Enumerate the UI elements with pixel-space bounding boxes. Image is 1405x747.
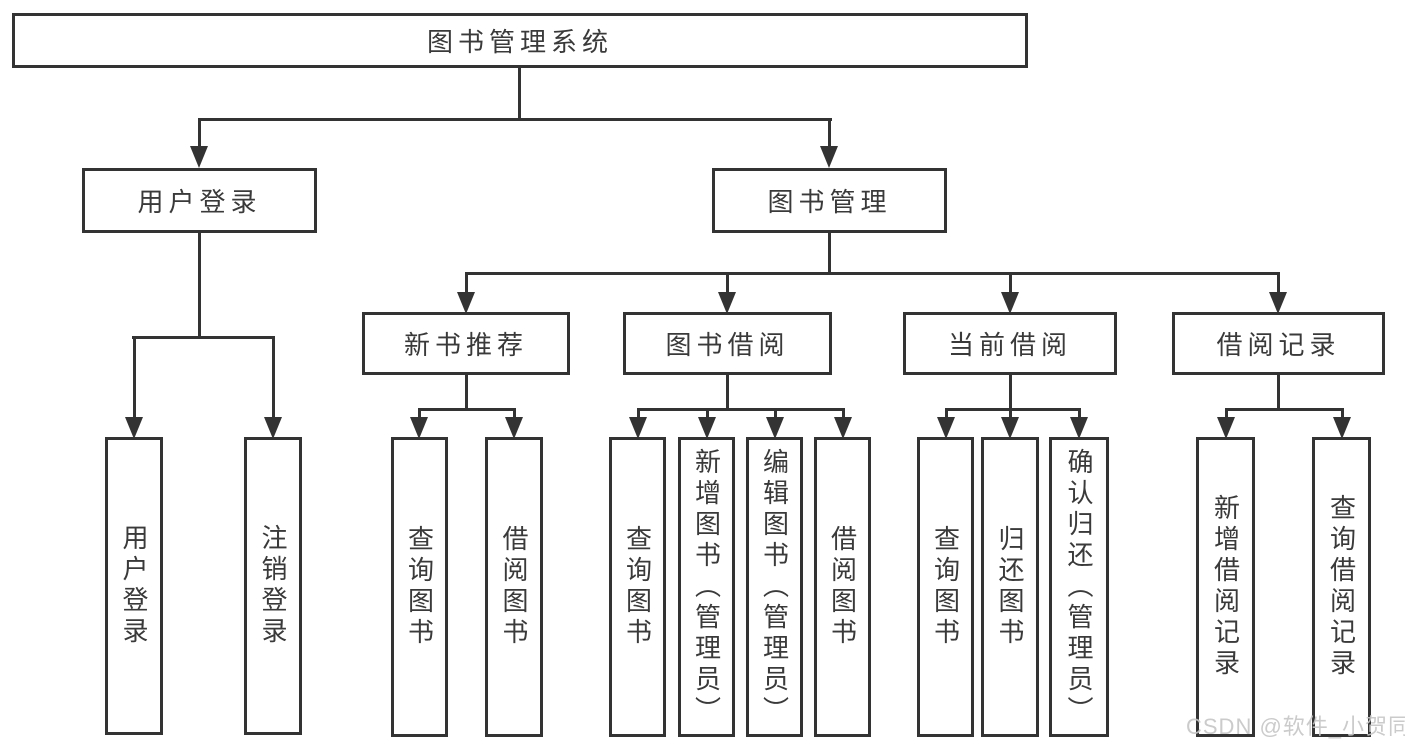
node-current-borrowing: 当前借阅 bbox=[903, 312, 1117, 375]
leaf-logout-login: 注销登录 bbox=[244, 437, 302, 735]
connector-line bbox=[1009, 375, 1012, 411]
connector-line bbox=[828, 118, 831, 150]
leaf-query-books-borrowing: 查询图书 bbox=[609, 437, 666, 737]
leaf-user-login: 用户登录 bbox=[105, 437, 163, 735]
connector-line bbox=[1225, 408, 1344, 411]
connector-line bbox=[465, 272, 468, 294]
arrow-down-icon bbox=[718, 292, 736, 314]
arrow-down-icon bbox=[410, 417, 428, 439]
arrow-down-icon bbox=[834, 417, 852, 439]
leaf-query-books-current: 查询图书 bbox=[917, 437, 974, 737]
connector-line bbox=[518, 68, 521, 121]
arrow-down-icon bbox=[1269, 292, 1287, 314]
connector-line bbox=[726, 375, 729, 411]
arrow-down-icon bbox=[698, 417, 716, 439]
arrow-down-icon bbox=[1333, 417, 1351, 439]
connector-line bbox=[706, 408, 709, 419]
leaf-query-borrow-record: 查询借阅记录 bbox=[1312, 437, 1371, 737]
connector-line bbox=[945, 408, 1081, 411]
leaf-confirm-return-admin: 确认归还（管理员） bbox=[1049, 437, 1109, 737]
node-library-management-system: 图书管理系统 bbox=[12, 13, 1028, 68]
arrow-down-icon bbox=[1001, 417, 1019, 439]
leaf-add-book-admin: 新增图书（管理员） bbox=[678, 437, 735, 737]
connector-line bbox=[1341, 408, 1344, 419]
connector-line bbox=[198, 118, 201, 150]
connector-line bbox=[637, 408, 640, 419]
connector-line bbox=[828, 233, 831, 275]
connector-line bbox=[513, 408, 516, 419]
arrow-down-icon bbox=[766, 417, 784, 439]
node-user-login: 用户登录 bbox=[82, 168, 317, 233]
watermark: CSDN @软件_小贺同学 bbox=[1186, 714, 1405, 739]
node-book-borrowing: 图书借阅 bbox=[623, 312, 832, 375]
leaf-borrow-books-borrowing: 借阅图书 bbox=[814, 437, 871, 737]
arrow-down-icon bbox=[820, 146, 838, 168]
connector-line bbox=[1009, 272, 1012, 294]
connector-line bbox=[1078, 408, 1081, 419]
connector-line bbox=[1225, 408, 1228, 419]
node-new-book-recommend: 新书推荐 bbox=[362, 312, 570, 375]
connector-line bbox=[132, 336, 275, 339]
arrow-down-icon bbox=[190, 146, 208, 168]
connector-line bbox=[198, 118, 832, 121]
connector-line bbox=[133, 336, 136, 419]
connector-line bbox=[465, 272, 1279, 275]
connector-line bbox=[418, 408, 516, 411]
arrow-down-icon bbox=[1070, 417, 1088, 439]
leaf-query-books-recommend: 查询图书 bbox=[391, 437, 448, 737]
connector-line bbox=[774, 408, 777, 419]
connector-line bbox=[272, 336, 275, 419]
arrow-down-icon bbox=[264, 417, 282, 439]
arrow-down-icon bbox=[1217, 417, 1235, 439]
arrow-down-icon bbox=[125, 417, 143, 439]
arrow-down-icon bbox=[629, 417, 647, 439]
connector-line bbox=[198, 233, 201, 339]
connector-line bbox=[1277, 272, 1280, 294]
arrow-down-icon bbox=[1001, 292, 1019, 314]
leaf-add-borrow-record: 新增借阅记录 bbox=[1196, 437, 1255, 737]
arrow-down-icon bbox=[937, 417, 955, 439]
connector-line bbox=[945, 408, 948, 419]
node-book-management: 图书管理 bbox=[712, 168, 947, 233]
connector-line bbox=[1009, 408, 1012, 419]
connector-line bbox=[637, 408, 844, 411]
connector-line bbox=[726, 272, 729, 294]
connector-line bbox=[465, 375, 468, 411]
arrow-down-icon bbox=[457, 292, 475, 314]
connector-line bbox=[842, 408, 845, 419]
leaf-edit-book-admin: 编辑图书（管理员） bbox=[746, 437, 803, 737]
connector-line bbox=[1277, 375, 1280, 411]
node-borrowing-records: 借阅记录 bbox=[1172, 312, 1385, 375]
leaf-return-books: 归还图书 bbox=[981, 437, 1039, 737]
connector-line bbox=[418, 408, 421, 419]
arrow-down-icon bbox=[505, 417, 523, 439]
leaf-borrow-books-recommend: 借阅图书 bbox=[485, 437, 543, 737]
